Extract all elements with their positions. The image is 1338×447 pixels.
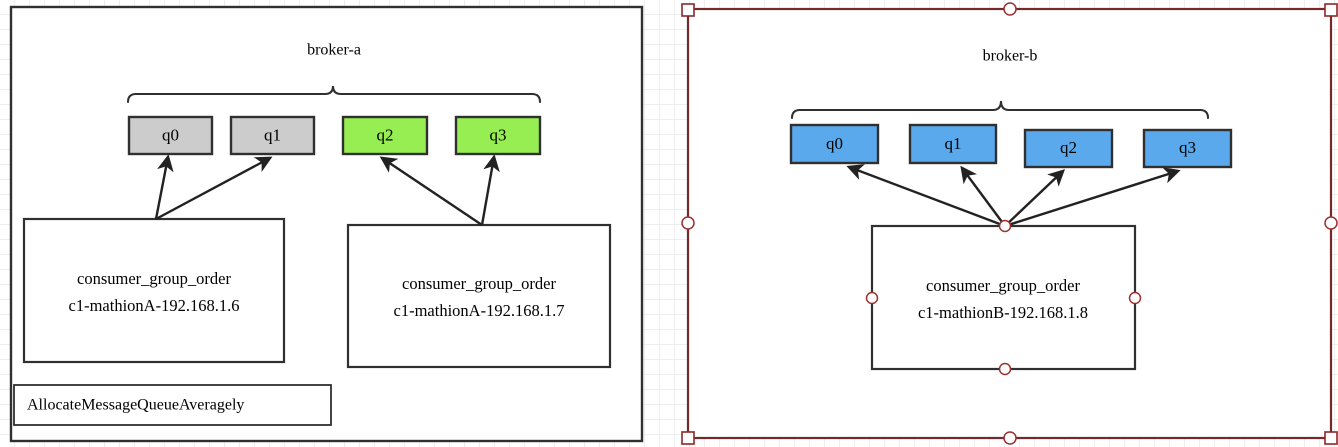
- edge-a-c1-q1[interactable]: [155, 156, 273, 221]
- queue-box-a-q1-label: q1: [264, 125, 281, 144]
- queue-box-b-q3-label: q3: [1179, 138, 1196, 157]
- handle-panel-b-left-middle[interactable]: [681, 216, 695, 230]
- handle-consumer-b-right[interactable]: [1128, 291, 1142, 305]
- consumer-box-a-2-line2: c1-mathionA-192.168.1.7: [394, 301, 565, 320]
- consumer-box-b-1-line1: consumer_group_order: [926, 276, 1080, 295]
- edge-b-c1-q1[interactable]: [960, 165, 1006, 227]
- queue-box-a-q2[interactable]: q2: [341, 115, 429, 156]
- edge-b-c1-q2[interactable]: [1004, 169, 1066, 227]
- queue-box-b-q0-label: q0: [826, 134, 843, 153]
- queue-box-b-q2[interactable]: q2: [1023, 128, 1114, 169]
- handle-consumer-b-top[interactable]: [998, 219, 1012, 233]
- queue-box-b-q3[interactable]: q3: [1142, 128, 1233, 169]
- handle-panel-b-bottom-left[interactable]: [681, 431, 695, 445]
- consumer-box-b-1[interactable]: consumer_group_order c1-mathionB-192.168…: [870, 224, 1137, 371]
- queue-box-b-q0[interactable]: q0: [789, 123, 880, 165]
- queue-box-a-q3[interactable]: q3: [454, 115, 542, 156]
- handle-panel-b-bottom-center[interactable]: [1003, 431, 1017, 445]
- algorithm-label-box[interactable]: AllocateMessageQueueAveragely: [13, 384, 332, 426]
- queue-box-a-q3-label: q3: [490, 125, 507, 144]
- panel-a-border[interactable]: [9, 5, 644, 443]
- queue-box-a-q2-label: q2: [377, 125, 394, 144]
- queue-box-b-q1[interactable]: q1: [908, 123, 998, 165]
- handle-panel-b-bottom-right[interactable]: [1324, 431, 1338, 445]
- edge-b-c1-q0[interactable]: [846, 164, 1006, 228]
- edge-a-c2-q3[interactable]: [480, 154, 500, 226]
- consumer-box-a-2-line1: consumer_group_order: [402, 274, 556, 293]
- queue-box-a-q0-label: q0: [162, 125, 179, 144]
- consumer-box-b-1-line2: c1-mathionB-192.168.1.8: [918, 303, 1088, 322]
- broker-a-brace: [126, 85, 542, 104]
- consumer-box-a-2[interactable]: consumer_group_order c1-mathionA-192.168…: [346, 223, 612, 369]
- edge-a-c2-q2[interactable]: [379, 156, 483, 226]
- handle-panel-b-top-center[interactable]: [1003, 2, 1017, 16]
- handle-panel-b-top-right[interactable]: [1324, 3, 1338, 17]
- panel-broker-b[interactable]: broker-b q0 q1 q2 q3 consumer_group_orde…: [681, 2, 1338, 445]
- queue-box-b-q2-label: q2: [1060, 138, 1077, 157]
- handle-panel-b-top-left[interactable]: [681, 3, 695, 17]
- broker-b-label: broker-b: [983, 48, 1038, 65]
- handle-consumer-b-left[interactable]: [865, 291, 879, 305]
- broker-b-brace: [790, 100, 1210, 120]
- edge-a-c1-q0[interactable]: [154, 154, 174, 220]
- panel-broker-a[interactable]: broker-a q0 q1 q2 q3 consumer_group_orde…: [9, 5, 644, 443]
- edge-b-c1-q3[interactable]: [1004, 167, 1181, 228]
- queue-box-b-q1-label: q1: [945, 134, 962, 153]
- consumer-box-a-1[interactable]: consumer_group_order c1-mathionA-192.168…: [22, 217, 286, 364]
- queue-box-a-q1[interactable]: q1: [229, 115, 316, 156]
- handle-consumer-b-bottom[interactable]: [998, 362, 1012, 376]
- queue-box-a-q0[interactable]: q0: [127, 115, 214, 156]
- consumer-box-a-1-line1: consumer_group_order: [77, 269, 231, 288]
- consumer-box-a-1-line2: c1-mathionA-192.168.1.6: [69, 296, 240, 315]
- broker-a-label: broker-a: [307, 42, 361, 59]
- algorithm-label: AllocateMessageQueueAveragely: [27, 397, 244, 414]
- handle-panel-b-right-middle[interactable]: [1324, 216, 1338, 230]
